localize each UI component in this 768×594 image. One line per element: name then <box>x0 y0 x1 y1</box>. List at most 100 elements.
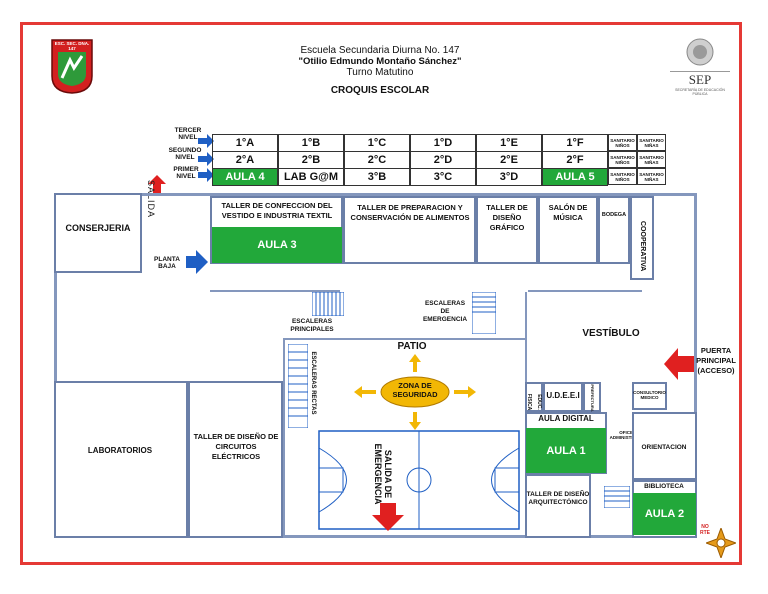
basketball-court <box>318 430 520 530</box>
label-udeei: U.D.E.E.I <box>546 391 580 400</box>
aula-2: AULA 2 <box>633 493 696 535</box>
label-vestibulo: VESTÍBULO <box>582 328 640 339</box>
room-cooperativa <box>630 196 654 280</box>
stairs-small-drawing <box>604 486 630 508</box>
classroom-row1-4: 1°E <box>476 134 542 152</box>
school-name: Escuela Secundaria Diurna No. 147 <box>300 45 460 56</box>
stairs-main-drawing <box>312 292 344 316</box>
room-diseno-grafico <box>476 196 538 264</box>
level-second-label: SEGUNDO NIVEL <box>168 147 202 161</box>
classroom-row1-5: 1°F <box>542 134 608 152</box>
school-person: "Otilio Edmundo Montaño Sánchez" <box>298 56 462 67</box>
wall-left <box>54 193 57 538</box>
level-arrows <box>198 134 214 182</box>
emergency-exit-arrow <box>372 503 404 531</box>
classroom-row3-2: 3°B <box>344 168 410 186</box>
corridor-wall-upper <box>210 290 340 292</box>
stairs-emergency-drawing <box>472 292 496 334</box>
salida-top-label: SALIDA <box>146 180 156 219</box>
room-conserjeria <box>54 193 142 273</box>
stairs-straight-drawing <box>288 344 308 428</box>
classroom-row1-0: 1°A <box>212 134 278 152</box>
classroom-row3-4: 3°D <box>476 168 542 186</box>
compass-rose <box>706 528 736 558</box>
label-biblioteca: BIBLIOTECA <box>644 483 684 490</box>
label-diseno-grafico: TALLER DE DISEÑO GRÁFICO <box>486 203 528 232</box>
label-orientacion: ORIENTACION <box>641 444 687 451</box>
label-oficinas: OFICINAS ADMINISTRATIVAS <box>609 430 651 440</box>
room-taller-circuitos <box>188 381 283 538</box>
label-escaleras-rectas: ESCALERAS RECTAS <box>310 351 316 415</box>
classroom-row3-0: AULA 4 <box>212 168 278 186</box>
logo-text: ESC. SEC. DNA. 147 <box>54 41 90 51</box>
level-first-label: PRIMER NIVEL <box>173 166 199 180</box>
shift-label: Turno Matutino <box>346 67 414 78</box>
page-frame <box>20 22 742 565</box>
classroom-row3-5: AULA 5 <box>542 168 608 186</box>
label-taller-preparacion: TALLER DE PREPARACION Y CONSERVACIÓN DE … <box>350 203 470 222</box>
sep-label: SEP <box>670 71 730 88</box>
wall-top <box>54 193 697 196</box>
wall-right <box>694 193 697 538</box>
corridor-left-vertical <box>283 338 285 538</box>
document-title: CROQUIS ESCOLAR <box>330 85 430 96</box>
sep-sub: SECRETARÍA DE EDUCACIÓN PÚBLICA <box>675 88 725 96</box>
label-cooperativa: COOPERATIVA <box>639 221 646 272</box>
label-taller-confeccion: TALLER DE CONFECCION DEL VESTIDO E INDUS… <box>221 201 333 220</box>
label-zona-seguridad: ZONA DE SEGURIDAD <box>392 381 438 399</box>
aula-3: AULA 3 <box>212 227 342 263</box>
classroom-row1-2: 1°C <box>344 134 410 152</box>
label-norte: NORTE <box>700 524 710 536</box>
restroom-2-1: SANITARIO NIÑAS <box>637 168 666 185</box>
exit-arrow-top <box>148 175 166 193</box>
classroom-row2-3: 2°D <box>410 151 476 169</box>
classroom-row2-5: 2°F <box>542 151 608 169</box>
classroom-row3-1: LAB G@M <box>278 168 344 186</box>
room-taller-preparacion <box>343 196 476 264</box>
classroom-row1-1: 1°B <box>278 134 344 152</box>
label-taller-circuitos: TALLER DE DISEÑO DE CIRCUITOS ELÉCTRICOS <box>193 432 279 461</box>
corridor-right-vertical <box>525 292 527 382</box>
label-prefectura: PREFECTURA <box>590 384 595 412</box>
classroom-row2-1: 2°B <box>278 151 344 169</box>
restroom-0-1: SANITARIO NIÑAS <box>637 134 666 151</box>
main-entrance-arrow <box>664 348 694 380</box>
label-laboratorios: LABORATORIOS <box>87 446 153 455</box>
label-puerta-principal: PUERTA PRINCIPAL (ACCESO) <box>696 346 736 375</box>
classroom-row3-3: 3°C <box>410 168 476 186</box>
label-conserjeria: CONSERJERIA <box>65 223 131 233</box>
room-consultorio <box>632 382 667 410</box>
corridor-wall-mid <box>283 338 525 340</box>
classroom-row2-0: 2°A <box>212 151 278 169</box>
level-ground-label: PLANTA BAJA <box>154 256 180 270</box>
school-logo: ESC. SEC. DNA. 147 <box>50 38 94 94</box>
classroom-row2-2: 2°C <box>344 151 410 169</box>
sep-logo: SEP SECRETARÍA DE EDUCACIÓN PÚBLICA <box>670 37 730 97</box>
label-salida-emergencia: SALIDA DE EMERGENCIA <box>373 443 393 505</box>
restroom-1-0: SANITARIO NIÑOS <box>608 151 637 168</box>
aula-1: AULA 1 <box>526 428 606 473</box>
label-taller-arquitectonico: TALLER DE DISEÑO ARQUITECTÓNICO <box>526 491 590 506</box>
classroom-row1-3: 1°D <box>410 134 476 152</box>
label-salon-musica: SALÓN DE MÚSICA <box>548 203 588 222</box>
label-escaleras-emergencia: ESCALERAS DE EMERGENCIA <box>422 300 468 323</box>
corridor-wall-right <box>528 290 642 292</box>
room-bodega <box>598 196 630 264</box>
label-consultorio: CONSULTORIO MEDICO <box>633 390 666 400</box>
room-laboratorios <box>54 381 188 538</box>
wall-bottom <box>54 535 697 538</box>
ground-arrow <box>186 250 208 274</box>
label-escaleras-principales: ESCALERAS PRINCIPALES <box>290 318 334 333</box>
room-educ-fisica <box>525 382 543 412</box>
room-orientacion <box>632 412 697 480</box>
label-aula-digital: AULA DIGITAL <box>538 414 594 423</box>
room-salon-musica <box>538 196 598 264</box>
room-prefectura <box>583 382 601 412</box>
label-bodega: BODEGA <box>601 212 627 218</box>
room-taller-arquitectonico <box>525 474 591 538</box>
room-udeei <box>543 382 583 412</box>
classroom-row2-4: 2°E <box>476 151 542 169</box>
restroom-1-1: SANITARIO NIÑAS <box>637 151 666 168</box>
restroom-2-0: SANITARIO NIÑOS <box>608 168 637 185</box>
restroom-0-0: SANITARIO NIÑOS <box>608 134 637 151</box>
